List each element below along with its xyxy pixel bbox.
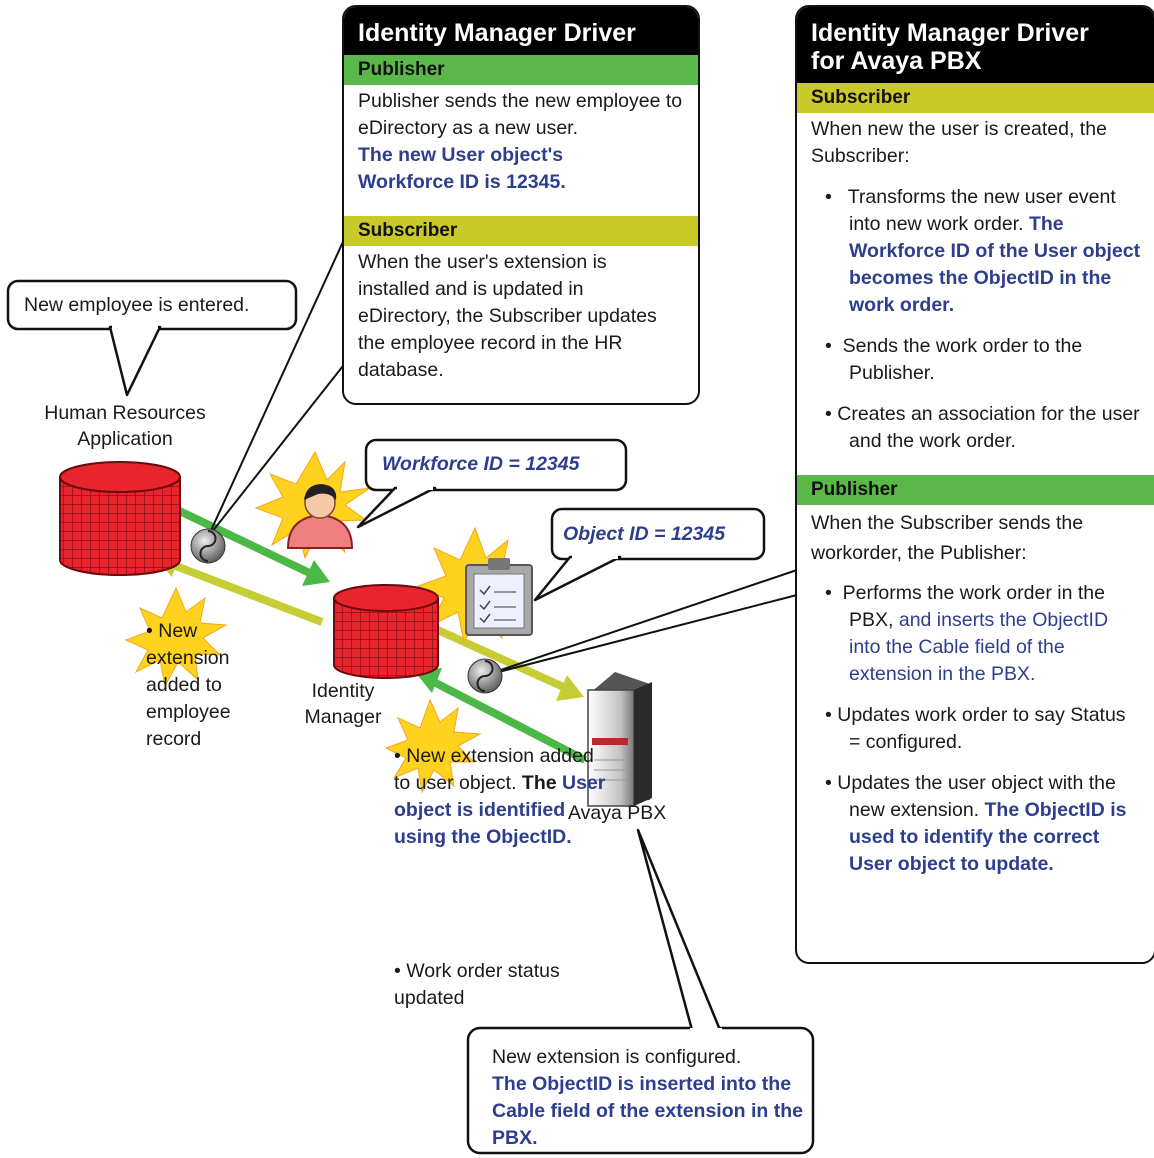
new-extension-callout: New extension is configured. The ObjectI… (492, 1044, 807, 1152)
driver-subscriber-heading: Subscriber (344, 216, 698, 246)
driver-publisher-text: Publisher sends the new employee to eDir… (344, 85, 698, 196)
avaya-pub-bullet-2: • Updates work order to say Status = con… (811, 702, 1142, 756)
bullet-icon: • (146, 620, 153, 642)
im-note-highlight: User object is identified using the Obje… (394, 772, 606, 848)
pub-bullet1-highlight: and inserts the ObjectID into the Cable … (849, 609, 1109, 685)
bullet-icon: • (394, 745, 401, 767)
workforce-id-callout: Workforce ID = 12345 (382, 453, 580, 475)
driver-icon (190, 528, 226, 564)
object-id-callout: Object ID = 12345 (563, 523, 726, 545)
avaya-pbx-driver-box: Identity Manager Driver for Avaya PBX Su… (795, 5, 1154, 964)
im-note2-text: Work order status updated (394, 960, 560, 1009)
bullet-icon: • (825, 335, 832, 357)
hr-database-icon (59, 461, 181, 576)
avaya-sub-bullet-3: • Creates an association for the user an… (811, 401, 1142, 455)
work-order-icon (465, 558, 533, 636)
driver-publisher-heading: Publisher (344, 55, 698, 85)
pub-bullet1-text: Performs the work order in the PBX, (842, 582, 1105, 631)
avaya-pbx-label: Avaya PBX (568, 802, 667, 824)
new-employee-callout-shape (6, 279, 298, 397)
hr-app-line2: Application (77, 428, 173, 450)
bullet-icon: • (394, 960, 401, 982)
im-line2: Manager (304, 706, 382, 728)
im-line1: Identity (311, 680, 375, 702)
sub-bullet2-text: Sends the work order to the Publisher. (842, 335, 1083, 384)
user-icon (286, 484, 354, 549)
avaya-subscriber-intro: When new the user is created, the Subscr… (811, 118, 1107, 167)
bullet-icon: • (825, 186, 832, 208)
identity-manager-label: Identity Manager (300, 678, 386, 730)
hr-app-line1: Human Resources (44, 402, 206, 424)
avaya-pub-bullet-3: • Updates the user object with the new e… (811, 770, 1142, 878)
starburst-icon (384, 698, 482, 794)
hr-application-label: Human Resources Application (30, 400, 220, 452)
avaya-pbx-icon (587, 672, 652, 807)
avaya-title-line1: Identity Manager Driver (811, 19, 1089, 47)
hr-note: • New extension added to employee record (146, 618, 276, 753)
starburst-icon (124, 586, 228, 688)
avaya-sub-bullet-1: • Transforms the new user event into new… (811, 184, 1142, 319)
new-ext-text: New extension is configured. (492, 1046, 742, 1068)
workforce-id-callout-shape (356, 438, 628, 529)
sub-bullet3-text: Creates an association for the user and … (837, 403, 1140, 452)
hr-note-text: New extension added to employee record (146, 620, 231, 750)
bullet-icon: • (825, 772, 832, 794)
bullet-icon: • (825, 582, 832, 604)
identity-manager-database-icon (333, 584, 439, 679)
pub-bullet3-text: Updates the user object with the new ext… (837, 772, 1116, 821)
im-note: • New extension added to user object. Th… (394, 743, 612, 851)
driver-publisher-body: Publisher sends the new employee to eDir… (358, 90, 683, 139)
driver-box-title: Identity Manager Driver (344, 7, 698, 55)
avaya-sub-bullet-2: • Sends the work order to the Publisher. (811, 333, 1142, 387)
pub-bullet3-highlight: The ObjectID is used to identify the cor… (849, 799, 1127, 875)
driver-publisher-highlight: The new User object's Workforce ID is 12… (358, 144, 566, 193)
pub-bullet2-text: Updates work order to say Status = confi… (837, 704, 1126, 753)
new-ext-highlight: The ObjectID is inserted into the Cable … (492, 1073, 803, 1149)
object-id-callout-shape (533, 507, 766, 602)
im-note-text: New extension added to user object. (394, 745, 594, 794)
bullet-icon: • (825, 704, 832, 726)
driver-icon (467, 658, 503, 694)
avaya-publisher-intro: When the Subscriber sends the workorder,… (811, 512, 1084, 564)
avaya-publisher-heading: Publisher (797, 475, 1154, 505)
driver-subscriber-text: When the user's extension is installed a… (358, 251, 657, 381)
im-note-the: The (521, 772, 557, 794)
avaya-box-pointer (482, 569, 798, 677)
avaya-box-title: Identity Manager Driver for Avaya PBX (797, 7, 1154, 83)
avaya-title-line2: for Avaya PBX (811, 47, 982, 75)
sub-bullet1-highlight: The Workforce ID of the User object beco… (849, 213, 1141, 316)
new-employee-callout: New employee is entered. (24, 294, 250, 316)
avaya-pub-bullet-1: • Performs the work order in the PBX, an… (811, 580, 1142, 688)
avaya-subscriber-heading: Subscriber (797, 83, 1154, 113)
sub-bullet1-text: Transforms the new user event into new w… (847, 186, 1116, 235)
identity-manager-driver-box: Identity Manager Driver Publisher Publis… (342, 5, 700, 405)
new-extension-callout-shape (466, 828, 815, 1155)
bullet-icon: • (825, 403, 832, 425)
im-note-2: • Work order status updated (394, 958, 564, 1012)
